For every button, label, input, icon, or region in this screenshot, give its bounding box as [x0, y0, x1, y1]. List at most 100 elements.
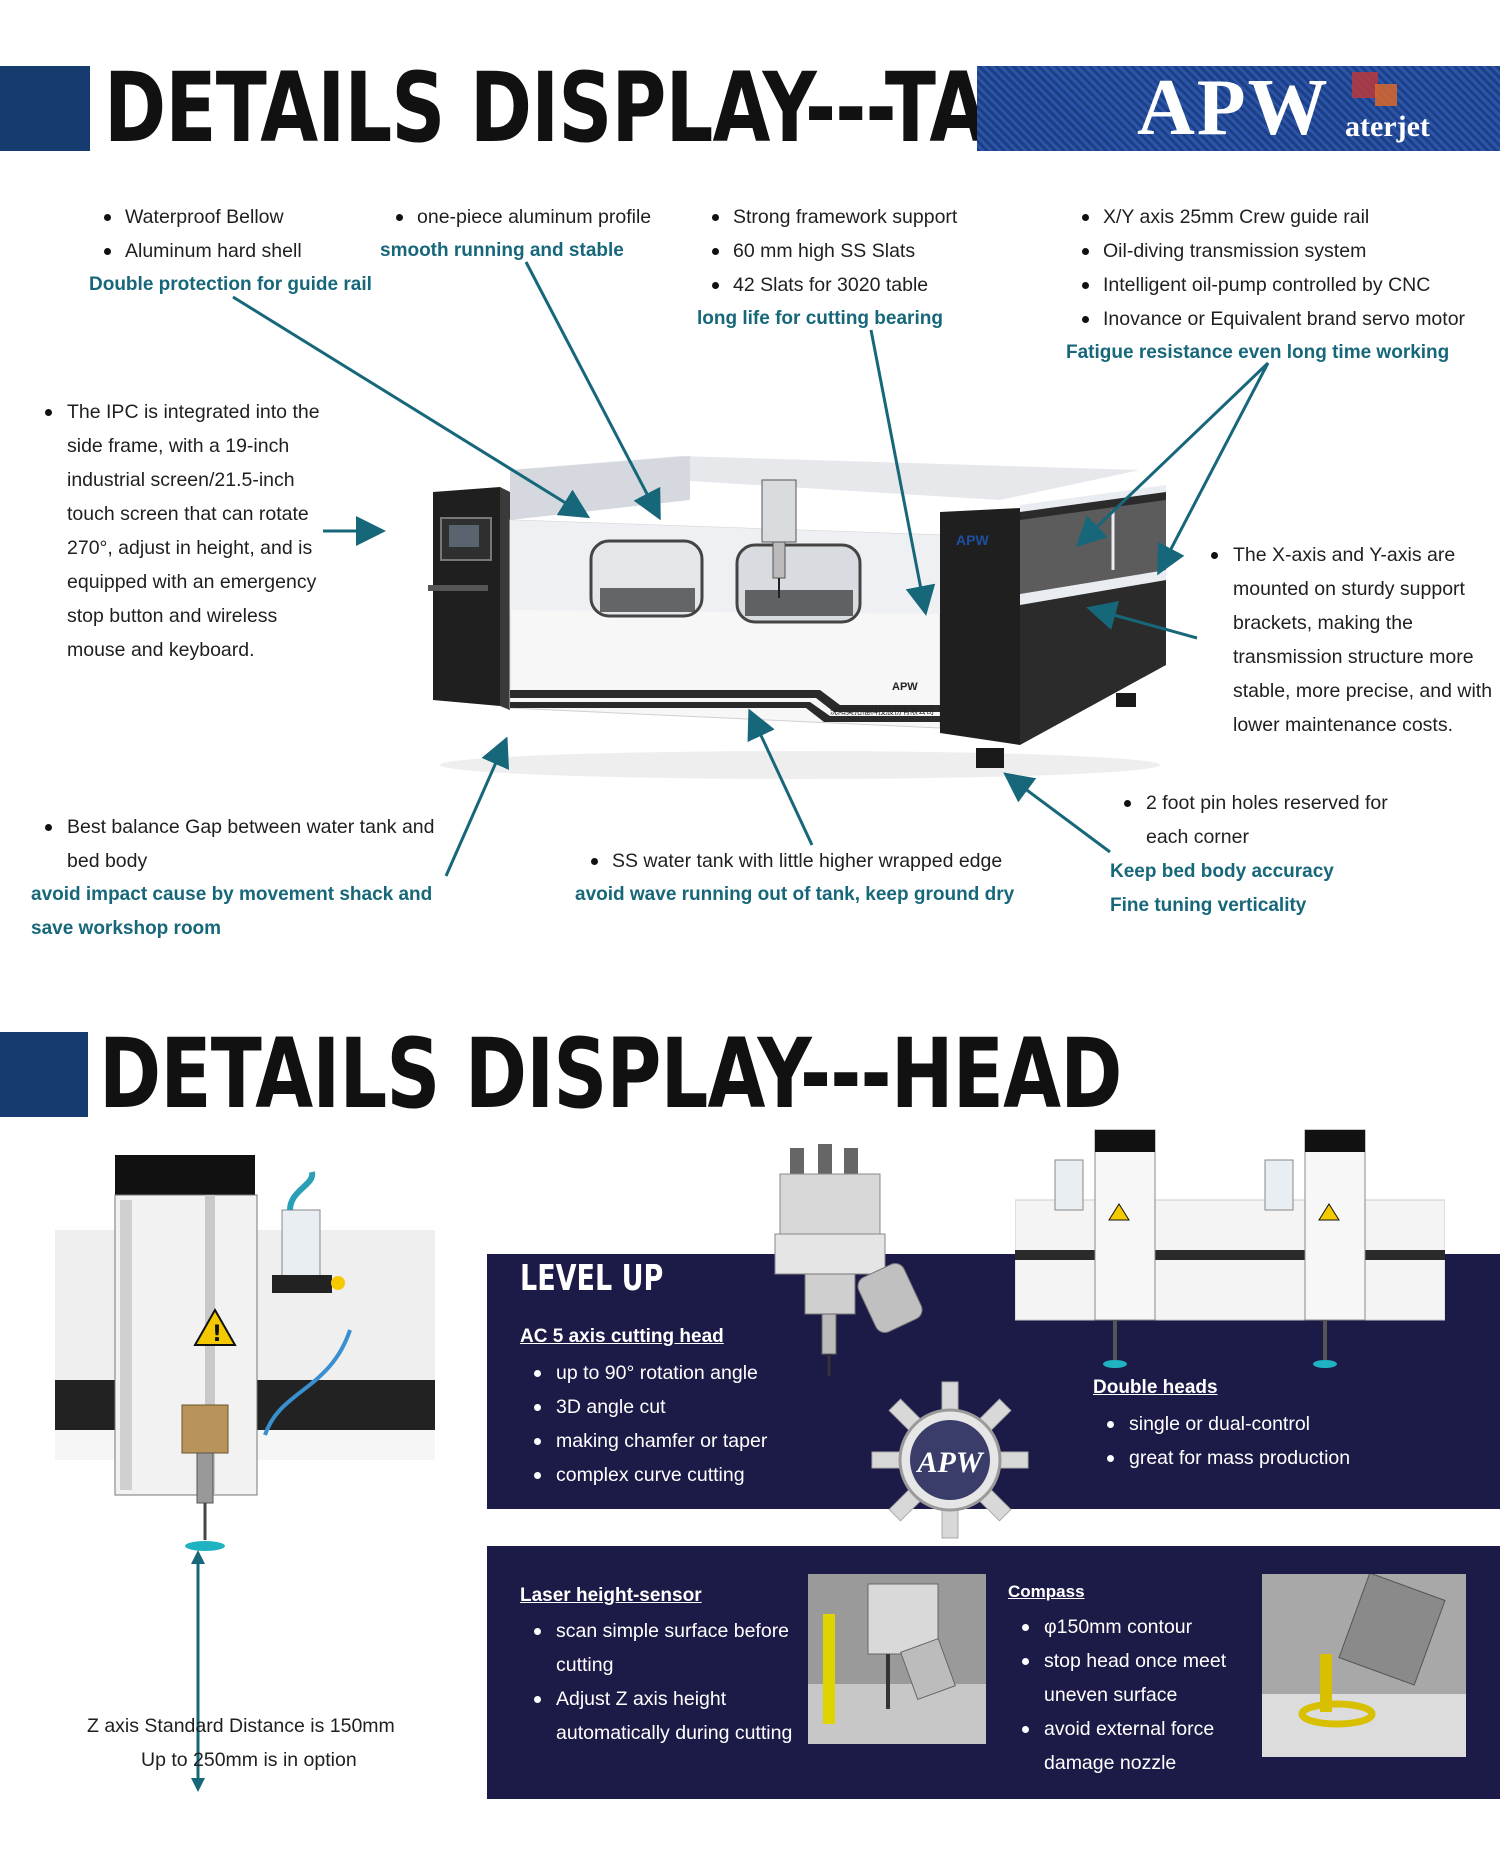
head-b-guard	[1313, 1360, 1337, 1368]
list-item: Intelligent oil-pump controlled by CNC	[1079, 268, 1465, 302]
fitting	[818, 1144, 832, 1174]
arrow-tank	[747, 708, 814, 846]
ipc-line: side frame, with a 19-inch	[67, 435, 290, 457]
list-item: making chamfer or taper	[522, 1424, 767, 1458]
list-item: Adjust Z axis height	[522, 1682, 792, 1716]
list-item: scan simple surface before	[522, 1614, 792, 1648]
slats-highlight: long life for cutting bearing	[697, 308, 943, 329]
slats-list: Strong framework support 60 mm high SS S…	[709, 200, 957, 302]
sensor-head	[867, 1583, 939, 1655]
distance-arrow-up	[191, 1550, 205, 1564]
head-a-cap	[1095, 1130, 1155, 1152]
ac5-list: up to 90° rotation angle 3D angle cut ma…	[522, 1356, 767, 1492]
photo-surface	[1262, 1694, 1466, 1757]
distance-arrow-down	[191, 1778, 205, 1792]
arrow-profile	[524, 261, 661, 521]
logo-suffix: aterjet	[1345, 110, 1430, 143]
left-column-edge	[500, 487, 510, 710]
bullet-dot	[1124, 800, 1131, 807]
inner-side	[510, 456, 690, 520]
bellow-highlight: Double protection for guide rail	[89, 274, 372, 295]
arrow-gap	[444, 736, 510, 877]
double-heads-list: single or dual-control great for mass pr…	[1095, 1407, 1350, 1475]
keyboard-tray	[428, 585, 488, 591]
compass-photo	[1262, 1574, 1466, 1757]
gear-label: APW	[915, 1446, 984, 1479]
list-item: single or dual-control	[1095, 1407, 1350, 1441]
list-item: φ150mm contour	[1010, 1610, 1226, 1644]
nozzle-body	[181, 1404, 229, 1454]
gap-highlight-2: save workshop room	[31, 918, 222, 939]
right-top-trim	[1020, 485, 1166, 512]
valve-block	[272, 1275, 332, 1293]
double-heads-illustration	[1015, 1129, 1445, 1368]
list-item: SS water tank with little higher wrapped…	[588, 844, 1002, 878]
laser-beam	[823, 1614, 835, 1724]
slats-view-left	[600, 588, 695, 612]
list-item: great for mass production	[1095, 1441, 1350, 1475]
tank-list: SS water tank with little higher wrapped…	[588, 844, 1002, 878]
foot-highlight-1: Keep bed body accuracy	[1110, 861, 1334, 882]
axis-line: mounted on sturdy support	[1233, 578, 1465, 600]
compass-head	[1338, 1574, 1446, 1686]
profile-highlight: smooth running and stable	[380, 240, 624, 261]
warning-icon	[1318, 1203, 1340, 1221]
list-item: Strong framework support	[709, 200, 957, 234]
brand-logo: APW aterjet	[977, 66, 1500, 151]
list-item: 42 Slats for 3020 table	[709, 268, 957, 302]
front-company: 沈阳奥拓福科技股份有限公司	[830, 706, 934, 716]
apw-gear-logo: APW	[871, 1381, 1029, 1539]
logo-brand: APW	[1137, 64, 1330, 152]
section-marker-table	[0, 66, 90, 151]
ipc-line: equipped with an emergency	[67, 571, 317, 593]
list-item: 60 mm high SS Slats	[709, 234, 957, 268]
axis-line: The X-axis and Y-axis are	[1233, 544, 1456, 566]
cutting-head-body	[761, 479, 797, 543]
screen-display	[449, 525, 479, 547]
axis-line: lower maintenance costs.	[1233, 714, 1454, 736]
level-up-title: LEVEL UP	[520, 1258, 664, 1299]
front-brand: APW	[892, 681, 918, 693]
head-rotor	[774, 1233, 886, 1275]
logo-square-orange	[1375, 84, 1397, 106]
right-side-stripe	[1020, 570, 1166, 605]
rail-list: X/Y axis 25mm Crew guide rail Oil-diving…	[1079, 200, 1465, 336]
bullet-dot	[45, 824, 52, 831]
arrow-bellow	[232, 295, 591, 519]
head-joint	[804, 1273, 856, 1315]
gap-line: bed body	[67, 850, 148, 872]
foot-highlight-2: Fine tuning verticality	[1110, 895, 1307, 916]
list-item: Aluminum hard shell	[101, 234, 302, 268]
nozzle-guard	[185, 1541, 225, 1551]
ipc-line: mouse and keyboard.	[67, 639, 255, 661]
beam-stripe	[1015, 1250, 1445, 1260]
z-axis-cap	[115, 1155, 255, 1197]
warning-icon	[1108, 1203, 1130, 1221]
list-item: one-piece aluminum profile	[393, 200, 651, 234]
fitting	[790, 1148, 804, 1174]
ipc-line: industrial screen/21.5-inch	[67, 469, 295, 491]
bellow-list: Waterproof Bellow Aluminum hard shell	[101, 200, 302, 268]
axis-line: brackets, making the	[1233, 612, 1413, 634]
list-item-cont: damage nozzle	[1044, 1752, 1177, 1774]
tank-highlight: avoid wave running out of tank, keep gro…	[575, 884, 1015, 905]
sensor-arm	[900, 1638, 956, 1700]
page-title-table: DETAILS DISPLAY---TABLE	[104, 52, 1141, 164]
double-heads-heading: Double heads	[1093, 1377, 1218, 1398]
compass-arm	[1320, 1654, 1332, 1712]
bullet-dot	[45, 409, 52, 416]
valve-knob	[331, 1276, 345, 1290]
gear-tooth	[871, 1451, 903, 1469]
laser-heading: Laser height-sensor	[520, 1585, 702, 1606]
waterjet-table-illustration: APW 沈阳奥拓福科技股份有限公司 APW	[232, 261, 1270, 877]
logo-square-red	[1352, 72, 1378, 98]
list-item: Waterproof Bellow	[101, 200, 302, 234]
gap-highlight-1: avoid impact cause by movement shack and	[31, 884, 433, 905]
profile-list: one-piece aluminum profile	[393, 200, 651, 234]
head-nozzle	[821, 1313, 837, 1355]
list-item-cont: cutting	[556, 1654, 614, 1676]
ac5-heading: AC 5 axis cutting head	[520, 1326, 724, 1347]
laser-sensor-photo	[808, 1574, 986, 1744]
bullet-dot	[1211, 552, 1218, 559]
list-item: 3D angle cut	[522, 1390, 767, 1424]
